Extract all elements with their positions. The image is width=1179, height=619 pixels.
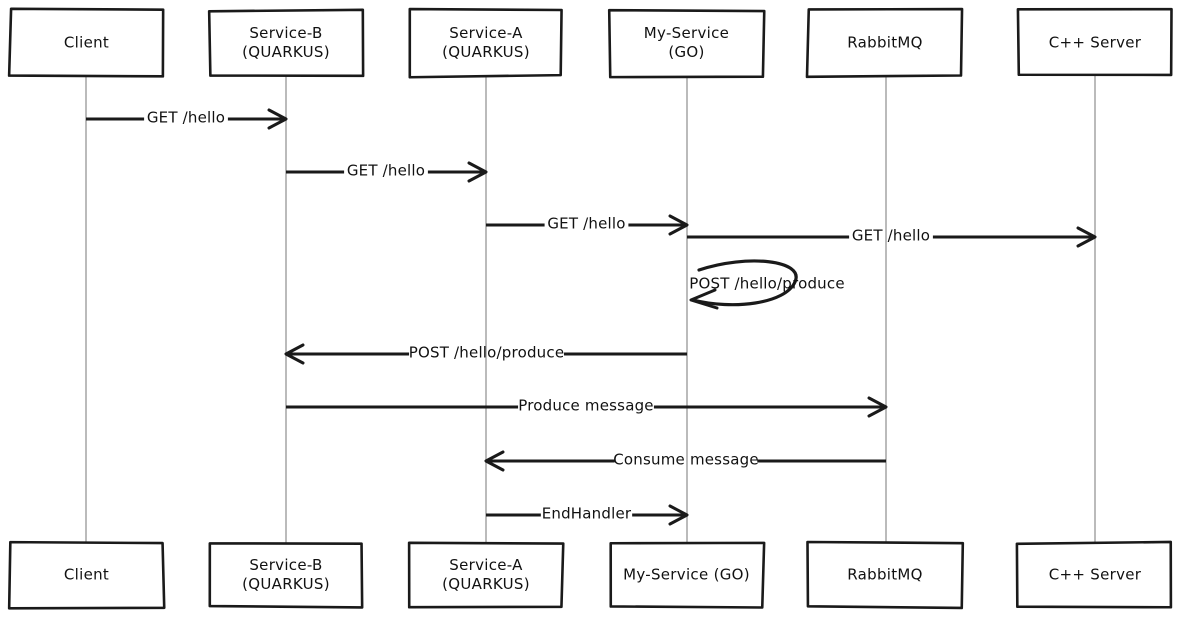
participant-bottom-cpp-server: C++ Server bbox=[1015, 540, 1173, 609]
participant-label-top-rabbitmq: RabbitMQ bbox=[847, 34, 923, 52]
message-arrowhead-msg-3 bbox=[668, 214, 689, 236]
message-msg-6[interactable]: POST /hello/produce bbox=[284, 343, 687, 365]
participant-label-bottom-service-a: Service-A bbox=[449, 556, 523, 574]
message-label-msg-2: GET /hello bbox=[347, 162, 425, 180]
message-label-msg-8: Consume message bbox=[613, 451, 759, 469]
message-arrowhead-msg-9 bbox=[668, 504, 689, 526]
message-arrowhead-msg-6 bbox=[284, 343, 305, 365]
participant-label-top-cpp-server: C++ Server bbox=[1049, 34, 1142, 52]
message-msg-7[interactable]: Produce message bbox=[286, 396, 888, 418]
participant-label-top-service-b: (QUARKUS) bbox=[242, 43, 330, 61]
message-msg-5[interactable]: POST /hello/produce bbox=[689, 259, 845, 310]
participant-top-rabbitmq: RabbitMQ bbox=[805, 7, 964, 79]
participant-label-top-my-service: My-Service bbox=[644, 24, 729, 42]
message-arrowhead-msg-4 bbox=[1076, 226, 1097, 248]
message-msg-4[interactable]: GET /hello bbox=[687, 226, 1097, 248]
message-arrowhead-msg-8 bbox=[484, 450, 505, 472]
message-msg-3[interactable]: GET /hello bbox=[486, 214, 689, 236]
message-arrowhead-msg-1 bbox=[267, 108, 288, 130]
participant-boxes-layer: ClientClientService-B(QUARKUS)Service-B(… bbox=[7, 7, 1173, 610]
participant-label-bottom-service-b: Service-B bbox=[249, 556, 322, 574]
participant-box-top-client bbox=[7, 7, 165, 78]
lifelines-layer bbox=[85, 76, 1096, 543]
participant-top-client: Client bbox=[7, 7, 165, 78]
participant-top-service-a: Service-A(QUARKUS) bbox=[408, 7, 563, 79]
participant-top-my-service: My-Service(GO) bbox=[607, 8, 766, 79]
participant-bottom-rabbitmq: RabbitMQ bbox=[806, 540, 965, 610]
participant-top-cpp-server: C++ Server bbox=[1016, 7, 1173, 77]
message-selfloop-path-msg-5 bbox=[691, 259, 798, 307]
participant-bottom-my-service: My-Service (GO) bbox=[609, 541, 766, 609]
participant-top-service-b: Service-B(QUARKUS) bbox=[207, 8, 365, 78]
participant-label-bottom-service-a: (QUARKUS) bbox=[442, 575, 530, 593]
message-arrowhead-msg-5 bbox=[689, 288, 719, 310]
message-arrowhead-msg-7 bbox=[867, 396, 888, 418]
participant-box-bottom-client bbox=[7, 540, 166, 610]
participant-bottom-service-a: Service-A(QUARKUS) bbox=[407, 541, 565, 609]
participant-label-bottom-rabbitmq: RabbitMQ bbox=[847, 566, 923, 584]
message-label-msg-3: GET /hello bbox=[547, 215, 625, 233]
message-msg-8[interactable]: Consume message bbox=[484, 450, 886, 472]
participant-box-top-cpp-server bbox=[1016, 7, 1173, 77]
participant-box-bottom-rabbitmq bbox=[806, 540, 965, 610]
participant-box-top-service-a bbox=[408, 7, 563, 79]
participant-label-top-my-service: (GO) bbox=[668, 43, 704, 61]
participant-bottom-client: Client bbox=[7, 540, 166, 610]
participant-label-bottom-cpp-server: C++ Server bbox=[1049, 566, 1142, 584]
participant-label-top-service-a: Service-A bbox=[449, 24, 523, 42]
participant-box-bottom-service-a bbox=[407, 541, 565, 609]
message-label-msg-1: GET /hello bbox=[147, 109, 225, 127]
message-label-msg-5: POST /hello/produce bbox=[689, 275, 845, 293]
participant-label-bottom-service-b: (QUARKUS) bbox=[242, 575, 330, 593]
message-msg-2[interactable]: GET /hello bbox=[286, 161, 488, 183]
participant-label-top-service-a: (QUARKUS) bbox=[442, 43, 530, 61]
participant-label-top-service-b: Service-B bbox=[249, 24, 322, 42]
participant-box-top-service-b bbox=[207, 8, 365, 78]
message-label-msg-4: GET /hello bbox=[852, 227, 930, 245]
participant-box-top-rabbitmq bbox=[805, 7, 964, 79]
participant-box-top-my-service bbox=[607, 8, 766, 79]
participant-box-bottom-cpp-server bbox=[1015, 540, 1173, 609]
message-label-msg-9: EndHandler bbox=[542, 505, 632, 523]
message-label-msg-7: Produce message bbox=[518, 397, 653, 415]
participant-label-top-client: Client bbox=[64, 34, 109, 52]
participant-label-bottom-my-service: My-Service (GO) bbox=[623, 566, 750, 584]
participant-label-bottom-client: Client bbox=[64, 566, 109, 584]
message-label-msg-6: POST /hello/produce bbox=[409, 344, 565, 362]
message-arrowhead-msg-2 bbox=[467, 161, 488, 183]
message-msg-9[interactable]: EndHandler bbox=[486, 504, 689, 526]
message-msg-1[interactable]: GET /hello bbox=[86, 108, 288, 130]
participant-box-bottom-service-b bbox=[208, 542, 364, 609]
participant-box-bottom-my-service bbox=[609, 541, 766, 609]
participant-bottom-service-b: Service-B(QUARKUS) bbox=[208, 542, 364, 609]
